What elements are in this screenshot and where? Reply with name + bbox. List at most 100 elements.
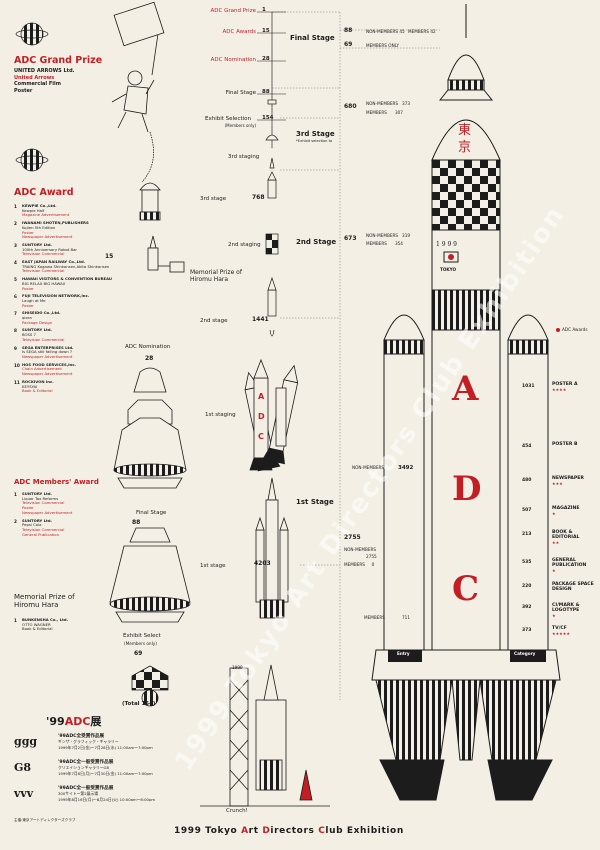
- hara-capsule-label: Memorial Prize of Hiromu Hara: [190, 269, 242, 284]
- venue-sub: クリエイションギャラリーG8: [58, 765, 109, 770]
- venue-name: '99ADC全一般受賞作品展: [58, 760, 114, 765]
- category-label: CI/MARK & LOGOTYPE★: [552, 603, 598, 620]
- exhibit-total: (Total 154): [122, 701, 156, 707]
- entry-tab: Entry: [397, 651, 410, 656]
- award-item-number: 1: [14, 204, 17, 209]
- final-stage-nm-value: 45: [399, 29, 405, 34]
- adc-awards-label: ADC Awards: [562, 327, 588, 332]
- category-stars: ★★★★★: [552, 631, 570, 637]
- first-stage-nm-label: NON-MEMBERS: [352, 465, 385, 470]
- stage-icons: [265, 99, 279, 337]
- category-label: POSTER B: [552, 442, 598, 447]
- award-item-number: 11: [14, 379, 20, 385]
- ladder-label-text: Exhibit Selection: [204, 116, 251, 122]
- category-tab: Category: [514, 651, 536, 656]
- award-item-line: Pepsi Cola: [22, 522, 42, 528]
- category-label-text: GENERAL PUBLICATION: [552, 558, 587, 569]
- category-label: MAGAZINE★: [552, 506, 598, 517]
- left-small-rockets: [139, 182, 185, 273]
- award-item-line: SUNTORY Ltd.: [22, 517, 52, 523]
- grand-prize-line: UNITED ARROWS Ltd.: [14, 68, 75, 74]
- final-stage-m-label: MEMBERS: [408, 29, 429, 34]
- exhibition-title: '99ADC展: [46, 715, 101, 729]
- third-stage-m: MEMBERS 307: [366, 110, 403, 116]
- staging-label: 1st staging: [205, 412, 236, 418]
- footer-title-part: 1999 Tokyo: [174, 826, 242, 836]
- award-item-number: 8: [14, 328, 17, 334]
- award-item-line: KEWPIE Co.,Ltd.: [22, 203, 57, 208]
- award-item-line: FUJI TELEVISION NETWORK,Inc.: [22, 293, 90, 299]
- award-item-line: Package Design: [22, 319, 53, 325]
- award-item-line: Book & Editorial: [22, 388, 53, 394]
- second-stage-nm-value: 319: [402, 233, 411, 238]
- venue-sub: ギンザ・グラフィック・ギャラリー: [58, 739, 119, 744]
- award-item-line: Newspaper Advertisement: [22, 353, 73, 359]
- ladder-label: ADC Awards: [200, 29, 256, 35]
- hara-item-line: BUNKENSHA Co., Ltd.: [22, 617, 69, 622]
- category-stars: ★: [552, 511, 556, 517]
- members-only-label: MEMBERS ONLY: [366, 43, 400, 48]
- grand-prize-line: United Arrows: [14, 74, 55, 81]
- ladder-value: 28: [262, 56, 270, 62]
- stage-label: Final Stage: [290, 34, 335, 42]
- second-stage-m-value: 354: [394, 241, 403, 246]
- members-only-total: 69: [344, 41, 353, 48]
- rocket-year: 1 9 9 9: [436, 241, 457, 248]
- award-item-line: EAST JAPAN RAILWAY Co.,Ltd.: [22, 259, 86, 265]
- award-item-line: BIG RELAX BIG HAWAII: [22, 280, 66, 286]
- third-stage-nm: NON-MEMBERS 373: [366, 101, 410, 107]
- award-item-line: SHISEIDO Co.,Ltd.: [22, 310, 61, 316]
- award-item-number: 4: [14, 260, 17, 266]
- ladder: [257, 11, 286, 148]
- stage-sub: *Exhibit selection to: [296, 139, 333, 143]
- hara-item-number: 1: [14, 618, 17, 623]
- category-value: 392: [522, 605, 532, 610]
- award-item-line: Poster: [22, 229, 34, 235]
- award-item-line: Kojien 5th Edition: [22, 224, 56, 230]
- nomination-label: ADC Nomination: [125, 344, 171, 350]
- rocket-tokyo: TOKYO: [440, 267, 457, 272]
- final-stage-m: MEMBERS 42: [408, 29, 436, 35]
- category-label-text: PACKAGE SPACE DESIGN: [552, 582, 594, 593]
- hara-item-line: Book & Editorial: [22, 626, 53, 632]
- ladder-label: Final Stage: [200, 90, 256, 96]
- ladder-label-text: ADC Awards: [222, 29, 256, 35]
- award-item-line: SUNTORY Ltd.: [22, 241, 52, 247]
- award-item-number: 9: [14, 345, 17, 351]
- ladder-label: ADC Grand Prize: [200, 8, 257, 14]
- kanji-1: 東: [458, 123, 472, 138]
- footer-title-part: C: [318, 826, 326, 836]
- award-item-line: ROCKIVON Inc.: [22, 378, 54, 384]
- tower-year: 1999: [232, 665, 243, 670]
- first-stage-nm-value: 3492: [398, 465, 414, 471]
- category-label-text: TV/CF: [552, 626, 567, 631]
- award-item-line: BOSS 7: [22, 332, 36, 338]
- stage-label: 2nd Stage: [296, 238, 337, 246]
- award-count: 15: [105, 253, 114, 260]
- rocket-letter: D: [452, 469, 482, 509]
- category-value: 213: [522, 532, 532, 537]
- hara-title-l2: Hiromu Hara: [14, 601, 59, 610]
- hara-title: Memorial Prize of Hiromu Hara: [14, 593, 75, 609]
- category-label: PACKAGE SPACE DESIGN: [552, 582, 598, 592]
- members-award-title: ADC Members' Award: [14, 478, 99, 486]
- rocket-letter: C: [452, 569, 480, 609]
- exhibition-title-adc: ADC: [64, 715, 91, 728]
- second-stage-nm: NON-MEMBERS 319: [366, 233, 411, 239]
- exhibit-select-label: Exhibit Select: [123, 633, 161, 639]
- category-stars: ★★: [552, 540, 560, 546]
- grand-prize-line: Poster: [14, 87, 33, 94]
- award-item-line: Television Commercial: [22, 251, 65, 257]
- staging-label: 1st stage: [200, 563, 226, 569]
- footer-title-part: lub Exhibition: [325, 826, 404, 836]
- first-stage-total: 2755: [344, 534, 361, 541]
- venue-name: '99ADC全受賞作品展: [58, 734, 105, 739]
- final-stage-nm: NON-MEMBERS 45: [366, 29, 405, 35]
- red-markers: [556, 328, 560, 332]
